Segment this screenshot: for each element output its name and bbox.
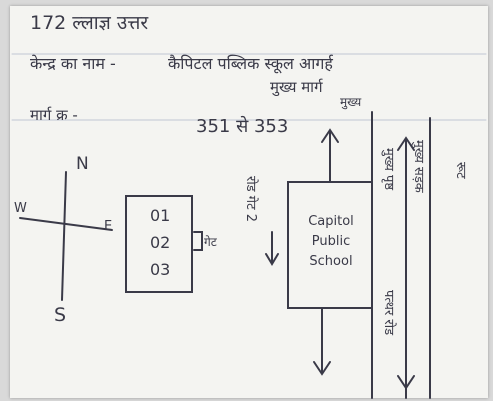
- gate-bracket: [193, 231, 203, 251]
- right-vertical-note-3: पत्थर रोड: [381, 290, 396, 336]
- side-arrow-head: [265, 253, 279, 266]
- header-route-note: मुख्य: [340, 95, 362, 109]
- room-label: 02: [150, 233, 171, 252]
- header-main-road: मुख्य मार्ग: [270, 78, 323, 96]
- room-label: 03: [150, 260, 171, 279]
- header-line-1: 172 ल्लाज्ञ उत्तर: [30, 12, 149, 34]
- rooms-block-outline: [125, 195, 193, 293]
- school-name: Capitol Public School: [308, 214, 354, 270]
- header-route-label: मार्ग क्र -: [30, 106, 78, 124]
- road-arrow-up: [397, 136, 415, 151]
- compass-ns-line: [61, 171, 67, 301]
- header-centre-label: केन्द्र का नाम -: [30, 54, 116, 73]
- arrow-down-head: [313, 361, 331, 376]
- arrow-up-head: [321, 128, 339, 143]
- left-vertical-note: रोड गेट 2: [243, 176, 258, 223]
- compass-west-label: W: [14, 201, 27, 216]
- compass-south-label: S: [54, 304, 67, 326]
- compass-north-label: N: [76, 154, 89, 174]
- room-label: 01: [150, 206, 171, 225]
- header-route-numbers: 351 से 353: [196, 116, 289, 137]
- paper-sheet: [10, 6, 488, 398]
- right-vertical-note-2: मुख्य सड़क: [411, 140, 426, 193]
- compass-east-label: E: [104, 219, 113, 234]
- road-arrow-down: [397, 375, 415, 390]
- compass-we-line: [19, 217, 113, 231]
- far-right-vertical-note: रूट: [453, 162, 468, 179]
- right-vertical-note-1: मुख्य पृष्ठ: [381, 148, 396, 191]
- room-gate-note: गेट: [204, 235, 217, 249]
- header-centre-name: कैपिटल पब्लिक स्कूल आगर्ह: [168, 54, 333, 73]
